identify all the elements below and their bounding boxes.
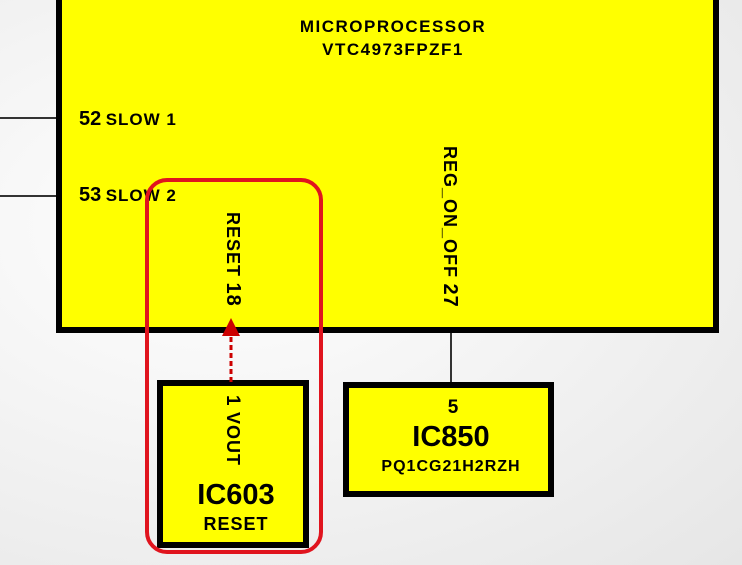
ic850-part-number: PQ1CG21H2RZH bbox=[381, 458, 521, 475]
slow2-wire bbox=[0, 195, 62, 197]
ic603-function: RESET bbox=[203, 514, 269, 534]
reset-signal-arrowhead bbox=[222, 318, 240, 336]
microprocessor-title: MICROPROCESSOR bbox=[299, 17, 487, 36]
ic850-block[interactable] bbox=[343, 382, 554, 497]
ic850-pin-number: 5 bbox=[447, 397, 459, 418]
pin-53-number: 53 bbox=[79, 184, 102, 206]
slow1-wire bbox=[0, 117, 62, 119]
highlight-box bbox=[145, 178, 323, 554]
ic850-designator: IC850 bbox=[412, 421, 490, 453]
reg-on-off-wire bbox=[450, 330, 452, 385]
ic603-block[interactable] bbox=[157, 380, 309, 548]
microprocessor-block[interactable] bbox=[56, 0, 719, 333]
pin-52-name: SLOW 1 bbox=[105, 110, 177, 129]
microprocessor-part-number: VTC4973FPZF1 bbox=[322, 40, 464, 59]
pin-53-label: 53 SLOW 2 bbox=[79, 184, 177, 207]
pin-52-number: 52 bbox=[79, 108, 102, 130]
ic603-designator: IC603 bbox=[197, 479, 275, 511]
pin-52-label: 52 SLOW 1 bbox=[79, 108, 177, 131]
pin-53-name: SLOW 2 bbox=[105, 186, 177, 205]
